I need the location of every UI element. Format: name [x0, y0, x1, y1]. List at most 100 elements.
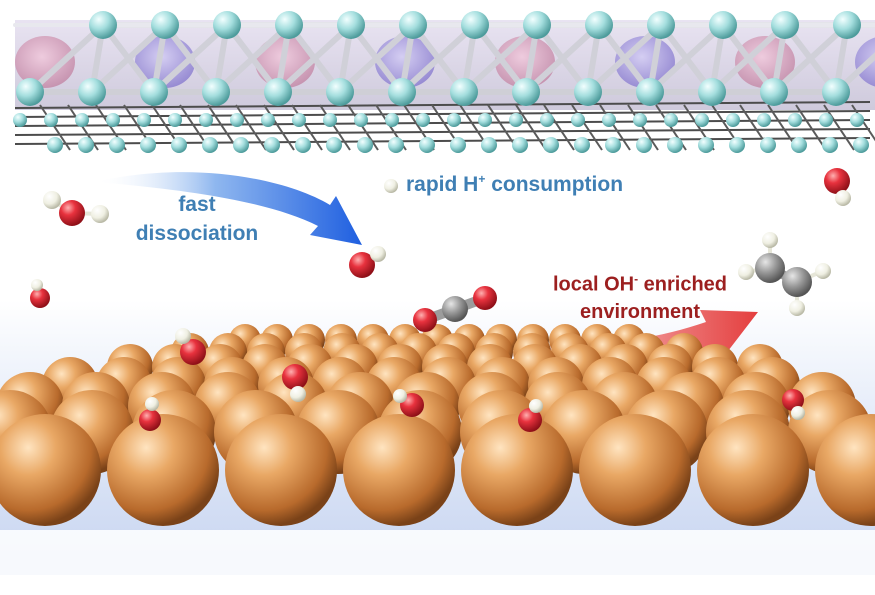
hydrogen-atom: [31, 279, 43, 291]
hydroxide-ion: [518, 399, 543, 432]
local-label-line1: local OH- enriched: [490, 266, 790, 299]
oxygen-atom: [518, 408, 542, 432]
oxygen-atom: [349, 252, 375, 278]
lattice-node: [633, 113, 647, 127]
lattice-node: [461, 11, 489, 39]
bond: [213, 22, 292, 95]
local-label-sup: -: [634, 272, 639, 286]
lattice-node: [540, 113, 554, 127]
grid-line: [851, 104, 875, 142]
lattice-node: [78, 78, 106, 106]
lattice-node: [605, 137, 621, 153]
grid-line: [347, 104, 379, 151]
hydrogen-atom: [91, 205, 109, 223]
lattice-node: [75, 113, 89, 127]
lattice-node: [760, 78, 788, 106]
lattice-node: [602, 113, 616, 127]
lattice-node: [295, 137, 311, 153]
lattice-node: [791, 137, 807, 153]
lattice-node: [853, 137, 869, 153]
lattice-node: [819, 113, 833, 127]
lattice-node: [388, 78, 416, 106]
bond: [27, 22, 106, 95]
lattice-node: [571, 113, 585, 127]
water-molecule: [43, 191, 109, 226]
lattice-node: [109, 137, 125, 153]
copper-atom: [579, 414, 691, 526]
metal-atom: [15, 36, 75, 88]
lattice-node: [509, 113, 523, 127]
carbon-atom: [755, 253, 785, 283]
lattice-node: [822, 137, 838, 153]
oxygen-atom: [139, 409, 161, 431]
carbon-atom: [782, 267, 812, 297]
lattice-node: [757, 113, 771, 127]
lattice-node: [385, 113, 399, 127]
hydrogen-atom: [789, 300, 805, 316]
lattice-node: [292, 113, 306, 127]
hydroxide-ion: [782, 389, 805, 420]
grid-line: [14, 101, 871, 109]
hydrogen-atom: [529, 399, 543, 413]
lattice-node: [202, 78, 230, 106]
lattice-node: [481, 137, 497, 153]
rapid-label-sup: +: [478, 172, 486, 186]
grid-line: [319, 104, 351, 151]
lattice-node: [47, 137, 63, 153]
lattice-node: [168, 113, 182, 127]
lattice-node: [478, 113, 492, 127]
lattice-node: [450, 137, 466, 153]
hydrogen-atom: [393, 389, 407, 403]
lattice-node: [833, 11, 861, 39]
oxygen-atom: [413, 308, 437, 332]
hydroxide-ion: [175, 328, 206, 365]
lattice-node: [326, 137, 342, 153]
hydrogen-atom: [145, 397, 159, 411]
lattice-node: [574, 78, 602, 106]
dissociation-arrow: [95, 172, 362, 245]
lattice-node: [199, 113, 213, 127]
lattice-node: [698, 78, 726, 106]
hydrogen-atom: [835, 190, 851, 206]
oxygen-atom: [473, 286, 497, 310]
grid-line: [291, 104, 323, 151]
hydrogen-atom: [762, 232, 778, 248]
lattice-node: [16, 78, 44, 106]
lattice-node: [850, 113, 864, 127]
lattice-node: [354, 113, 368, 127]
rapid-h-consumption-label: rapid H+ consumption: [406, 172, 623, 197]
lattice-node: [388, 137, 404, 153]
lattice-node: [213, 11, 241, 39]
hydroxide-ion: [824, 168, 851, 206]
lattice-node: [323, 113, 337, 127]
lattice-node: [419, 137, 435, 153]
hydroxide-ion: [30, 279, 50, 308]
grid-line: [39, 104, 71, 151]
lattice-node: [275, 11, 303, 39]
copper-atom: [697, 414, 809, 526]
lattice-node: [151, 11, 179, 39]
co2-molecule: [413, 286, 497, 332]
lattice-node: [664, 113, 678, 127]
copper-surface: [0, 324, 875, 526]
bond: [709, 22, 788, 95]
oxygen-atom: [782, 389, 804, 411]
lattice-node: [357, 137, 373, 153]
lattice-node: [326, 78, 354, 106]
copper-atom: [343, 414, 455, 526]
lattice-node: [760, 137, 776, 153]
hydroxide-ion: [349, 246, 386, 278]
lattice-node: [44, 113, 58, 127]
lattice-node: [140, 78, 168, 106]
lattice-node: [450, 78, 478, 106]
oxygen-atom: [282, 364, 308, 390]
bond: [399, 22, 478, 95]
local-label-prefix: local OH: [552, 273, 635, 296]
lattice-node: [636, 137, 652, 153]
hydroxide-ion: [393, 389, 424, 417]
hydrogen-atom: [175, 328, 191, 344]
lattice-node: [171, 137, 187, 153]
oxygen-atom: [30, 288, 50, 308]
